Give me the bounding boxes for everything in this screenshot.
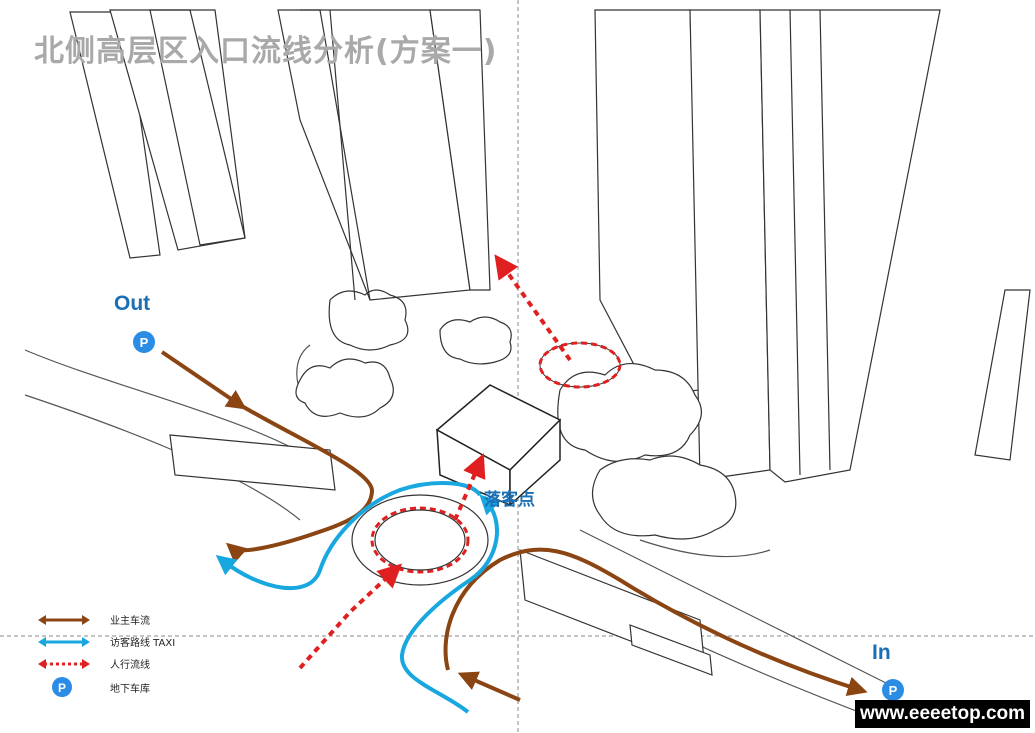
drop-off-point-label: 落客点: [484, 485, 535, 510]
parking-symbol: P: [140, 335, 149, 350]
legend-label: 人行流线: [110, 656, 150, 671]
visitor-flow-in-route: [402, 500, 497, 712]
legend-item-owner-traffic: 业主车流: [34, 610, 254, 630]
legend-label: 业主车流: [110, 612, 150, 627]
dotted-double-arrow-red-icon: [34, 654, 94, 674]
parking-symbol: P: [889, 683, 898, 698]
parking-marker-out: P: [133, 331, 155, 353]
legend-label: 访客路线 TAXI: [110, 634, 175, 649]
parking-icon: P: [34, 676, 94, 698]
double-arrow-brown-icon: [34, 610, 94, 630]
legend-item-underground-parking: P 地下车库: [34, 678, 254, 698]
double-arrow-blue-icon: [34, 632, 94, 652]
parking-marker-in: P: [882, 679, 904, 701]
visitor-flow-out-route: [222, 483, 480, 588]
high-rise-towers: [70, 10, 1030, 482]
legend-item-visitor-route: 访客路线 TAXI: [34, 632, 254, 652]
parking-symbol: P: [58, 681, 66, 695]
pedestrian-flow-entry: [300, 570, 395, 668]
page-title: 北侧高层区入口流线分析(方案一): [34, 26, 497, 70]
owner-flow-in-arrow: [465, 676, 520, 700]
legend-label: 地下车库: [110, 680, 150, 695]
legend: 业主车流 访客路线 TAXI 人行流线 P 地下车库: [34, 610, 254, 710]
owner-flow-out-arrow: [162, 352, 240, 405]
watermark: www.eeeetop.com: [855, 700, 1030, 728]
out-label: Out: [114, 292, 150, 316]
in-label: In: [872, 641, 891, 665]
legend-item-pedestrian-flow: 人行流线: [34, 654, 254, 674]
